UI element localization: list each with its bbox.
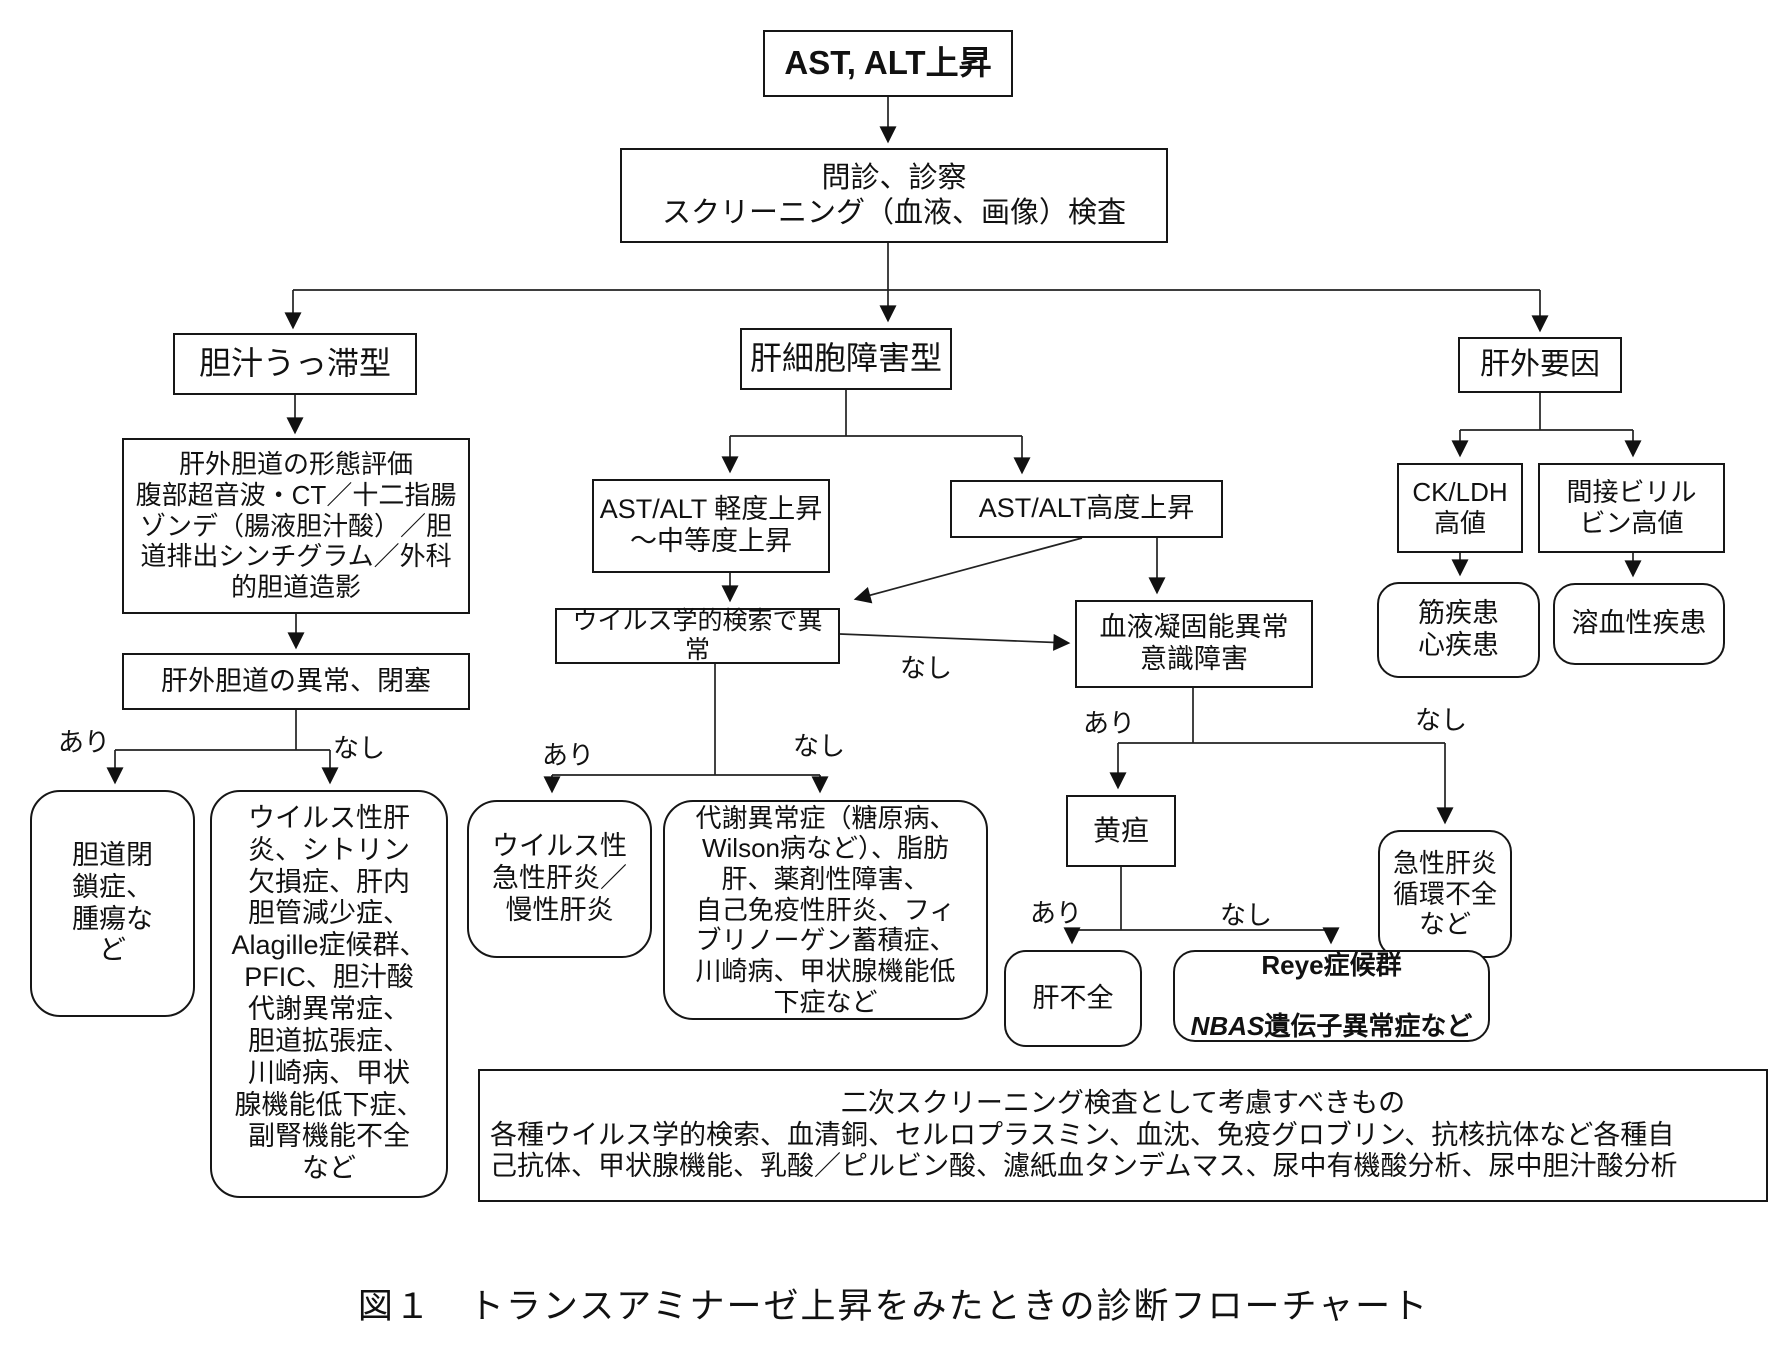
- figure-caption: 図１ トランスアミナーゼ上昇をみたときの診断フローチャート: [357, 1287, 1430, 1326]
- edge-label-biliary-no: なし: [333, 733, 386, 763]
- node-biliary-abnormality: 肝外胆道の異常、閉塞: [122, 653, 470, 710]
- node-viral-hepatitis-list: ウイルス性肝 炎、シトリン 欠損症、肝内 胆管減少症、 Alagille症候群、…: [210, 790, 448, 1198]
- node-hepatocellular-type: 肝細胞障害型: [740, 328, 952, 390]
- node-reye-syndrome: Reye症候群 NBAS遺伝子異常症など: [1173, 950, 1490, 1042]
- node-mild-moderate-elevation: AST/ALT 軽度上昇 ～中等度上昇: [592, 479, 830, 573]
- edge-label-biliary-yes: あり: [58, 727, 111, 757]
- edge-label-viral-yes: あり: [542, 740, 595, 770]
- node-metabolic-disorders: 代謝異常症（糖原病、 Wilson病など）、脂肪 肝、薬剤性障害、 自己免疫性肝…: [663, 800, 988, 1020]
- edge-label-coag-yes: あり: [1083, 708, 1136, 738]
- edge-label-viral-no: なし: [793, 731, 846, 761]
- node-acute-hepatitis-circulatory: 急性肝炎 循環不全 など: [1378, 830, 1512, 958]
- reye-nbas-gene: NBAS: [1190, 1011, 1265, 1042]
- node-hemolytic-disease: 溶血性疾患: [1553, 583, 1725, 665]
- node-biliary-morphology-eval: 肝外胆道の形態評価 腹部超音波・CT／十二指腸 ゾンデ（腸液胆汁酸）／胆 道排出…: [122, 438, 470, 614]
- node-indirect-bilirubin-high: 間接ビリル ビン高値: [1538, 463, 1725, 553]
- node-jaundice: 黄疸: [1066, 795, 1176, 867]
- node-biliary-atresia: 胆道閉 鎖症、 腫瘍な ど: [30, 790, 195, 1017]
- node-muscle-heart-disease: 筋疾患 心疾患: [1377, 582, 1540, 678]
- node-high-elevation: AST/ALT高度上昇: [950, 480, 1223, 538]
- node-coagulopathy-consciousness: 血液凝固能異常 意識障害: [1075, 600, 1313, 688]
- node-cholestatic-type: 胆汁うっ滞型: [173, 333, 417, 395]
- node-ast-alt-elevation: AST, ALT上昇: [763, 30, 1013, 97]
- reye-line2: NBAS遺伝子異常症など: [1191, 1011, 1473, 1042]
- node-ck-ldh-high: CK/LDH 高値: [1397, 463, 1523, 553]
- reye-text: Reye症候群 NBAS遺伝子異常症など: [1191, 919, 1473, 1072]
- node-liver-failure: 肝不全: [1004, 950, 1142, 1047]
- node-screening: 問診、診察 スクリーニング（血液、画像）検査: [620, 148, 1168, 243]
- node-viral-acute-chronic-hepatitis: ウイルス性 急性肝炎／ 慢性肝炎: [467, 800, 652, 958]
- node-secondary-screening: 二次スクリーニング検査として考慮すべきもの 各種ウイルス学的検索、血清銅、セルロ…: [478, 1069, 1768, 1202]
- node-extrahepatic-factor: 肝外要因: [1458, 337, 1622, 393]
- node-virology-abnormal: ウイルス学的検索で異常: [555, 607, 840, 664]
- secondary-screening-body: 各種ウイルス学的検索、血清銅、セルロプラスミン、血沈、免疫グロブリン、抗核抗体な…: [490, 1119, 1678, 1182]
- reye-line2-rest: 遺伝子異常症など: [1264, 1011, 1473, 1042]
- edge-label-coag-no: なし: [1415, 705, 1468, 735]
- edge-label-jaundice-yes: あり: [1030, 898, 1083, 928]
- secondary-screening-title: 二次スクリーニング検査として考慮すべきもの: [840, 1087, 1406, 1118]
- reye-line1: Reye症候群: [1261, 950, 1402, 980]
- edge-label-viral-to-coag-no: なし: [900, 653, 953, 683]
- edge-label-jaundice-no: なし: [1220, 900, 1273, 930]
